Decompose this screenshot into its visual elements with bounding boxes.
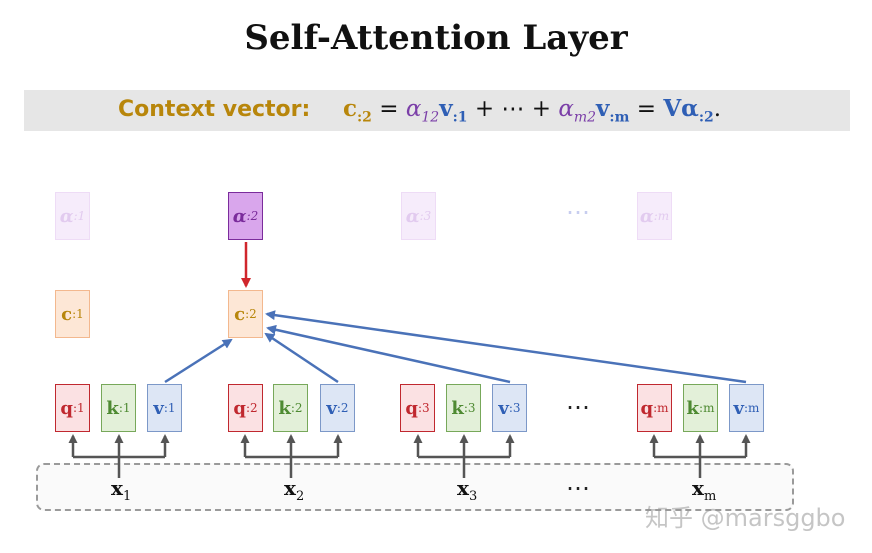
- input-fork-1: [68, 434, 170, 478]
- v2-to-c2-arrow: [264, 332, 339, 384]
- input-sequence-container: [36, 463, 794, 511]
- input-xm-label: xm: [692, 476, 717, 504]
- context-vector-label: Context vector:: [118, 97, 311, 122]
- key-m-box: k:m: [683, 384, 718, 432]
- value-1-box: v:1: [147, 384, 182, 432]
- watermark: 知乎 @marsggbo: [645, 504, 846, 532]
- context-2-box: c:2: [228, 290, 263, 338]
- input-x3-label: x3: [457, 476, 478, 504]
- v1-to-c2-arrow: [164, 338, 233, 384]
- value-m-box: v:m: [729, 384, 764, 432]
- value-3-box: v:3: [492, 384, 527, 432]
- alpha-2-box: α:2: [228, 192, 263, 240]
- input-fork-m: [649, 434, 751, 478]
- input-x2-label: x2: [284, 476, 305, 504]
- alpha-3-box: α:3: [401, 192, 436, 240]
- v3-to-c2-arrow: [266, 324, 511, 384]
- alpha-ellipsis: ⋯: [566, 198, 592, 226]
- key-2-box: k:2: [273, 384, 308, 432]
- query-m-box: q:m: [637, 384, 672, 432]
- input-fork-3: [413, 434, 515, 478]
- input-x1-label: x1: [111, 476, 132, 504]
- input-fork-2: [240, 434, 343, 478]
- page-title: Self-Attention Layer: [244, 18, 628, 58]
- key-3-box: k:3: [446, 384, 481, 432]
- query-3-box: q:3: [400, 384, 435, 432]
- context-1-box: c:1: [55, 290, 90, 338]
- qkv-ellipsis: ⋯: [566, 393, 592, 421]
- value-2-box: v:2: [320, 384, 355, 432]
- key-1-box: k:1: [101, 384, 136, 432]
- query-2-box: q:2: [228, 384, 263, 432]
- alpha-1-box: α:1: [55, 192, 90, 240]
- query-1-box: q:1: [55, 384, 90, 432]
- equation-banner: [24, 90, 850, 131]
- alpha-m-box: α:m: [637, 192, 672, 240]
- input-ellipsis: ⋯: [566, 474, 592, 502]
- vm-to-c2-arrow: [265, 310, 747, 384]
- context-vector-equation: c:2 = α12v:1 + ⋯ + αm2v:m = Vα:2.: [343, 95, 722, 126]
